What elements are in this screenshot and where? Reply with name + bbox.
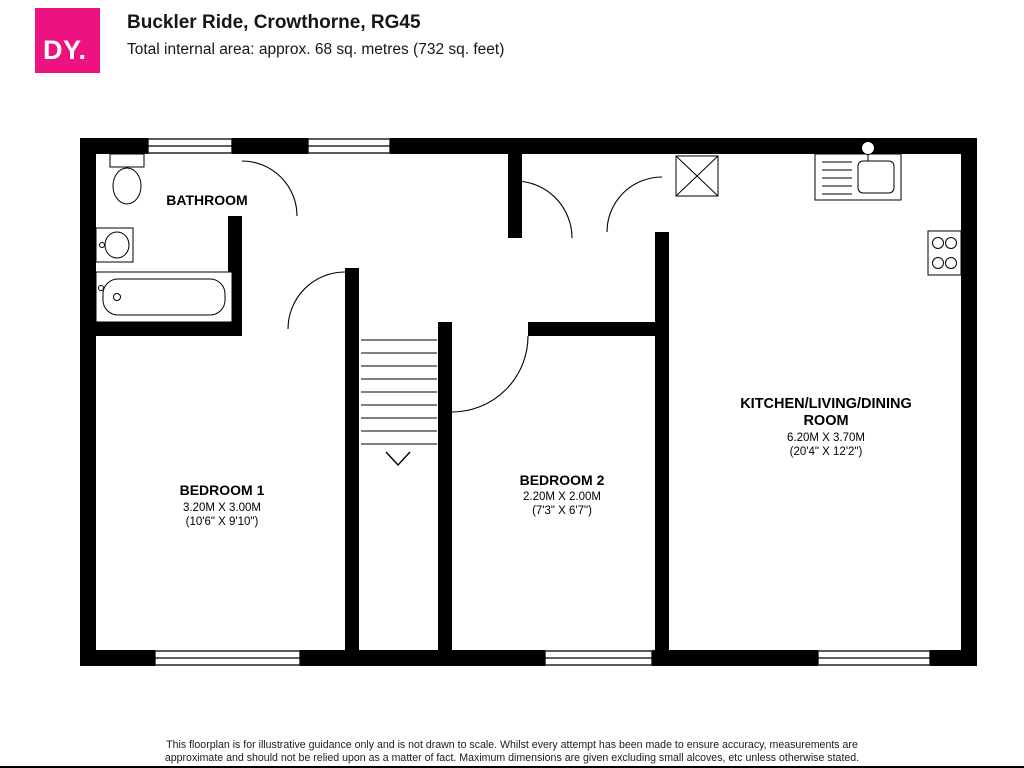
bedroom1-right-wall bbox=[345, 268, 359, 650]
logo-text: DY. bbox=[43, 35, 87, 65]
disclaimer: This floorplan is for illustrative guida… bbox=[0, 739, 1024, 765]
agency-logo: DY. bbox=[35, 8, 100, 73]
area-subtitle: Total internal area: approx. 68 sq. metr… bbox=[127, 41, 505, 58]
kitchen-door-arc bbox=[606, 176, 663, 233]
hob bbox=[927, 230, 962, 276]
doors bbox=[241, 160, 663, 413]
stairs-direction-arrow bbox=[385, 451, 411, 467]
bathroom-door-arc bbox=[241, 160, 298, 217]
bathroom-bottom-wall bbox=[80, 322, 242, 336]
hall-stub-wall bbox=[508, 154, 522, 238]
bedroom1-label: BEDROOM 1 bbox=[180, 482, 265, 498]
kitchen-left-wall bbox=[655, 232, 669, 650]
bedroom1-dim-metric: 3.20M X 3.00M bbox=[183, 502, 261, 514]
cupboard bbox=[675, 155, 719, 197]
window-bottom-edge bbox=[0, 766, 1024, 768]
bedroom1-door-arc bbox=[287, 271, 346, 330]
kitchen-label-line2: ROOM bbox=[803, 413, 848, 429]
bedroom2-dim-metric: 2.20M X 2.00M bbox=[523, 491, 601, 503]
bedroom2-top-wall bbox=[528, 322, 669, 336]
kitchen-sink bbox=[814, 141, 902, 201]
interior-walls bbox=[80, 154, 669, 650]
kitchen-dim-imperial: (20'4" X 12'2") bbox=[790, 446, 863, 458]
windows bbox=[147, 138, 931, 666]
disclaimer-line-2: approximate and should not be relied upo… bbox=[164, 752, 860, 765]
bedroom2-dim-imperial: (7'3" X 6'7") bbox=[532, 505, 592, 517]
property-title: Buckler Ride, Crowthorne, RG45 bbox=[127, 12, 421, 33]
bedroom2-door-arc bbox=[451, 335, 529, 413]
bedroom2-label: BEDROOM 2 bbox=[520, 472, 605, 488]
bedroom2-left-wall bbox=[438, 322, 452, 650]
sink-tap bbox=[861, 141, 875, 155]
toilet bbox=[109, 153, 145, 205]
basin bbox=[95, 227, 134, 263]
hall-door-arc bbox=[514, 180, 573, 239]
room-labels: BATHROOM BEDROOM 1 3.20M X 3.00M (10'6" … bbox=[166, 192, 912, 528]
kitchen-dim-metric: 6.20M X 3.70M bbox=[787, 432, 865, 444]
bedroom1-dim-imperial: (10'6" X 9'10") bbox=[186, 516, 259, 528]
stairs bbox=[361, 339, 437, 467]
kitchen-label-line1: KITCHEN/LIVING/DINING bbox=[740, 396, 912, 412]
disclaimer-line-1: This floorplan is for illustrative guida… bbox=[166, 739, 858, 751]
bathtub bbox=[95, 271, 233, 323]
outer-walls bbox=[80, 138, 977, 666]
bathroom-label: BATHROOM bbox=[166, 192, 247, 208]
